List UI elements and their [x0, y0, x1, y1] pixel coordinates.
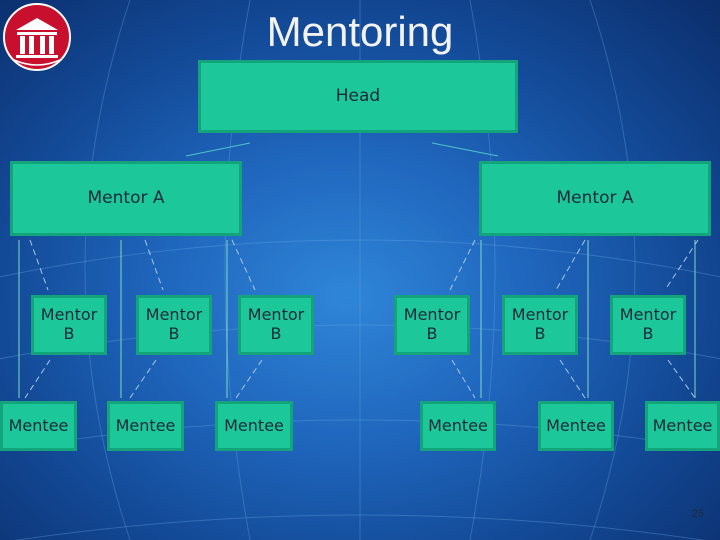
mentor-a-node-right: Mentor A	[479, 161, 711, 236]
mentor-b-node-3: Mentor B	[238, 295, 314, 355]
mentee-node-3: Mentee	[215, 401, 293, 451]
mentee-node-2: Mentee	[107, 401, 184, 451]
page-title: Mentoring	[266, 8, 454, 55]
mentee-node-4: Mentee	[420, 401, 496, 451]
institution-logo-icon	[3, 3, 71, 71]
mentor-a-node-left: Mentor A	[10, 161, 242, 236]
page-number: 25	[691, 508, 704, 520]
mentor-b-node-5: Mentor B	[502, 295, 578, 355]
mentee-node-6: Mentee	[645, 401, 720, 451]
mentor-b-node-1: Mentor B	[31, 295, 107, 355]
head-node: Head	[198, 60, 518, 133]
mentor-b-node-4: Mentor B	[394, 295, 470, 355]
mentee-node-5: Mentee	[538, 401, 614, 451]
mentor-b-node-6: Mentor B	[610, 295, 686, 355]
mentor-b-node-2: Mentor B	[136, 295, 212, 355]
mentee-node-1: Mentee	[0, 401, 77, 451]
